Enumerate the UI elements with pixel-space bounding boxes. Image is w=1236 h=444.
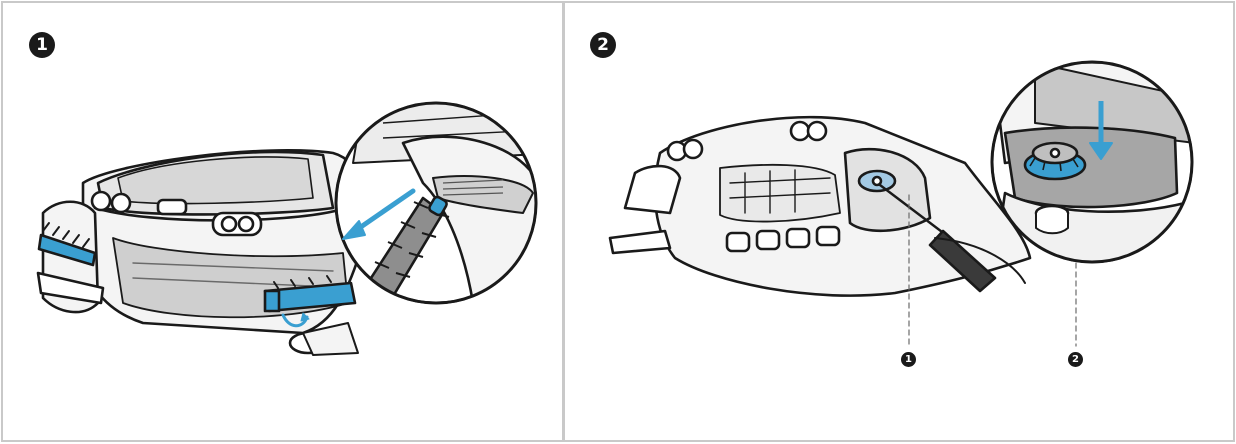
front-sensor-left: [92, 192, 110, 210]
step-2-panel: 2: [563, 1, 1235, 442]
zoom-detail-2: [992, 62, 1205, 263]
step-1-panel: 1: [1, 1, 564, 442]
front-latch: [158, 200, 186, 214]
callout-2: 2: [1068, 352, 1083, 367]
callout-1: 1: [901, 352, 916, 367]
step-1-illustration: [3, 3, 566, 444]
zoom-detail-1: [336, 103, 563, 313]
step-2-illustration: [565, 3, 1236, 444]
